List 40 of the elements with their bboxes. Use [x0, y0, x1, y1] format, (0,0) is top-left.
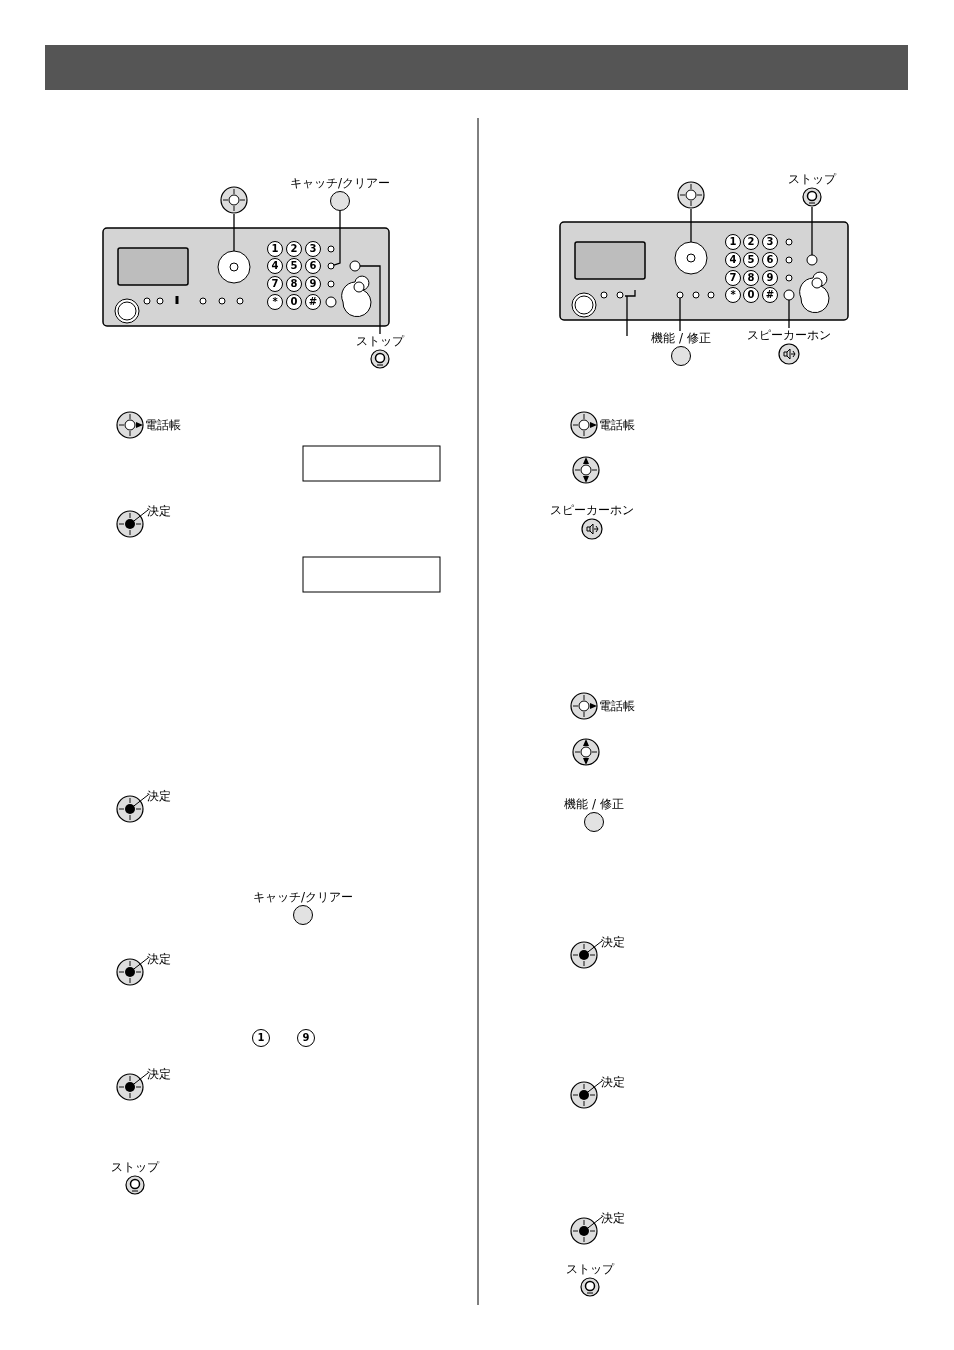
- navigation-key-icon: [220, 186, 248, 214]
- button-label: 決定: [601, 1211, 625, 1225]
- leader-line: [690, 208, 692, 243]
- display-box: [302, 445, 441, 482]
- button-label: キャッチ/クリアー: [290, 176, 390, 190]
- button-label: 電話帳: [145, 418, 181, 432]
- button-label: キャッチ/クリアー: [253, 890, 353, 904]
- button-label: ストップ: [787, 172, 837, 186]
- indicator-light: [676, 291, 684, 299]
- leader-line: [233, 213, 235, 252]
- leader-line: [359, 265, 381, 335]
- navigation-key-icon: [677, 181, 705, 209]
- button-label: 機能 / 修正: [650, 331, 712, 345]
- button-label: 電話帳: [599, 418, 635, 432]
- key-button: 1: [252, 1029, 270, 1047]
- button-label: 決定: [147, 504, 171, 518]
- indicator-light: [783, 289, 795, 301]
- button-label: スピーカーホン: [549, 503, 635, 517]
- button-label: ストップ: [355, 334, 405, 348]
- button-label: 電話帳: [599, 699, 635, 713]
- button-label: 決定: [601, 935, 625, 949]
- display-box: [302, 556, 441, 593]
- button-label: スピーカーホン: [746, 328, 832, 342]
- button-label: 決定: [147, 789, 171, 803]
- indicator-light: [806, 254, 818, 266]
- leader-line: [788, 299, 790, 329]
- button-label: 機能 / 修正: [563, 797, 625, 811]
- leader-line: [811, 206, 813, 256]
- indicator-light: [327, 262, 335, 270]
- indicator-light: [349, 260, 361, 272]
- button-label: 決定: [147, 952, 171, 966]
- key-button: 9: [297, 1029, 315, 1047]
- button-label: 決定: [601, 1075, 625, 1089]
- leader-line: [679, 297, 681, 332]
- button-label: 決定: [147, 1067, 171, 1081]
- button-label: ストップ: [110, 1160, 160, 1174]
- leader-line: [333, 210, 341, 266]
- button-label: ストップ: [565, 1262, 615, 1276]
- navigation-dial: [217, 250, 251, 284]
- navigation-dial: [674, 241, 708, 275]
